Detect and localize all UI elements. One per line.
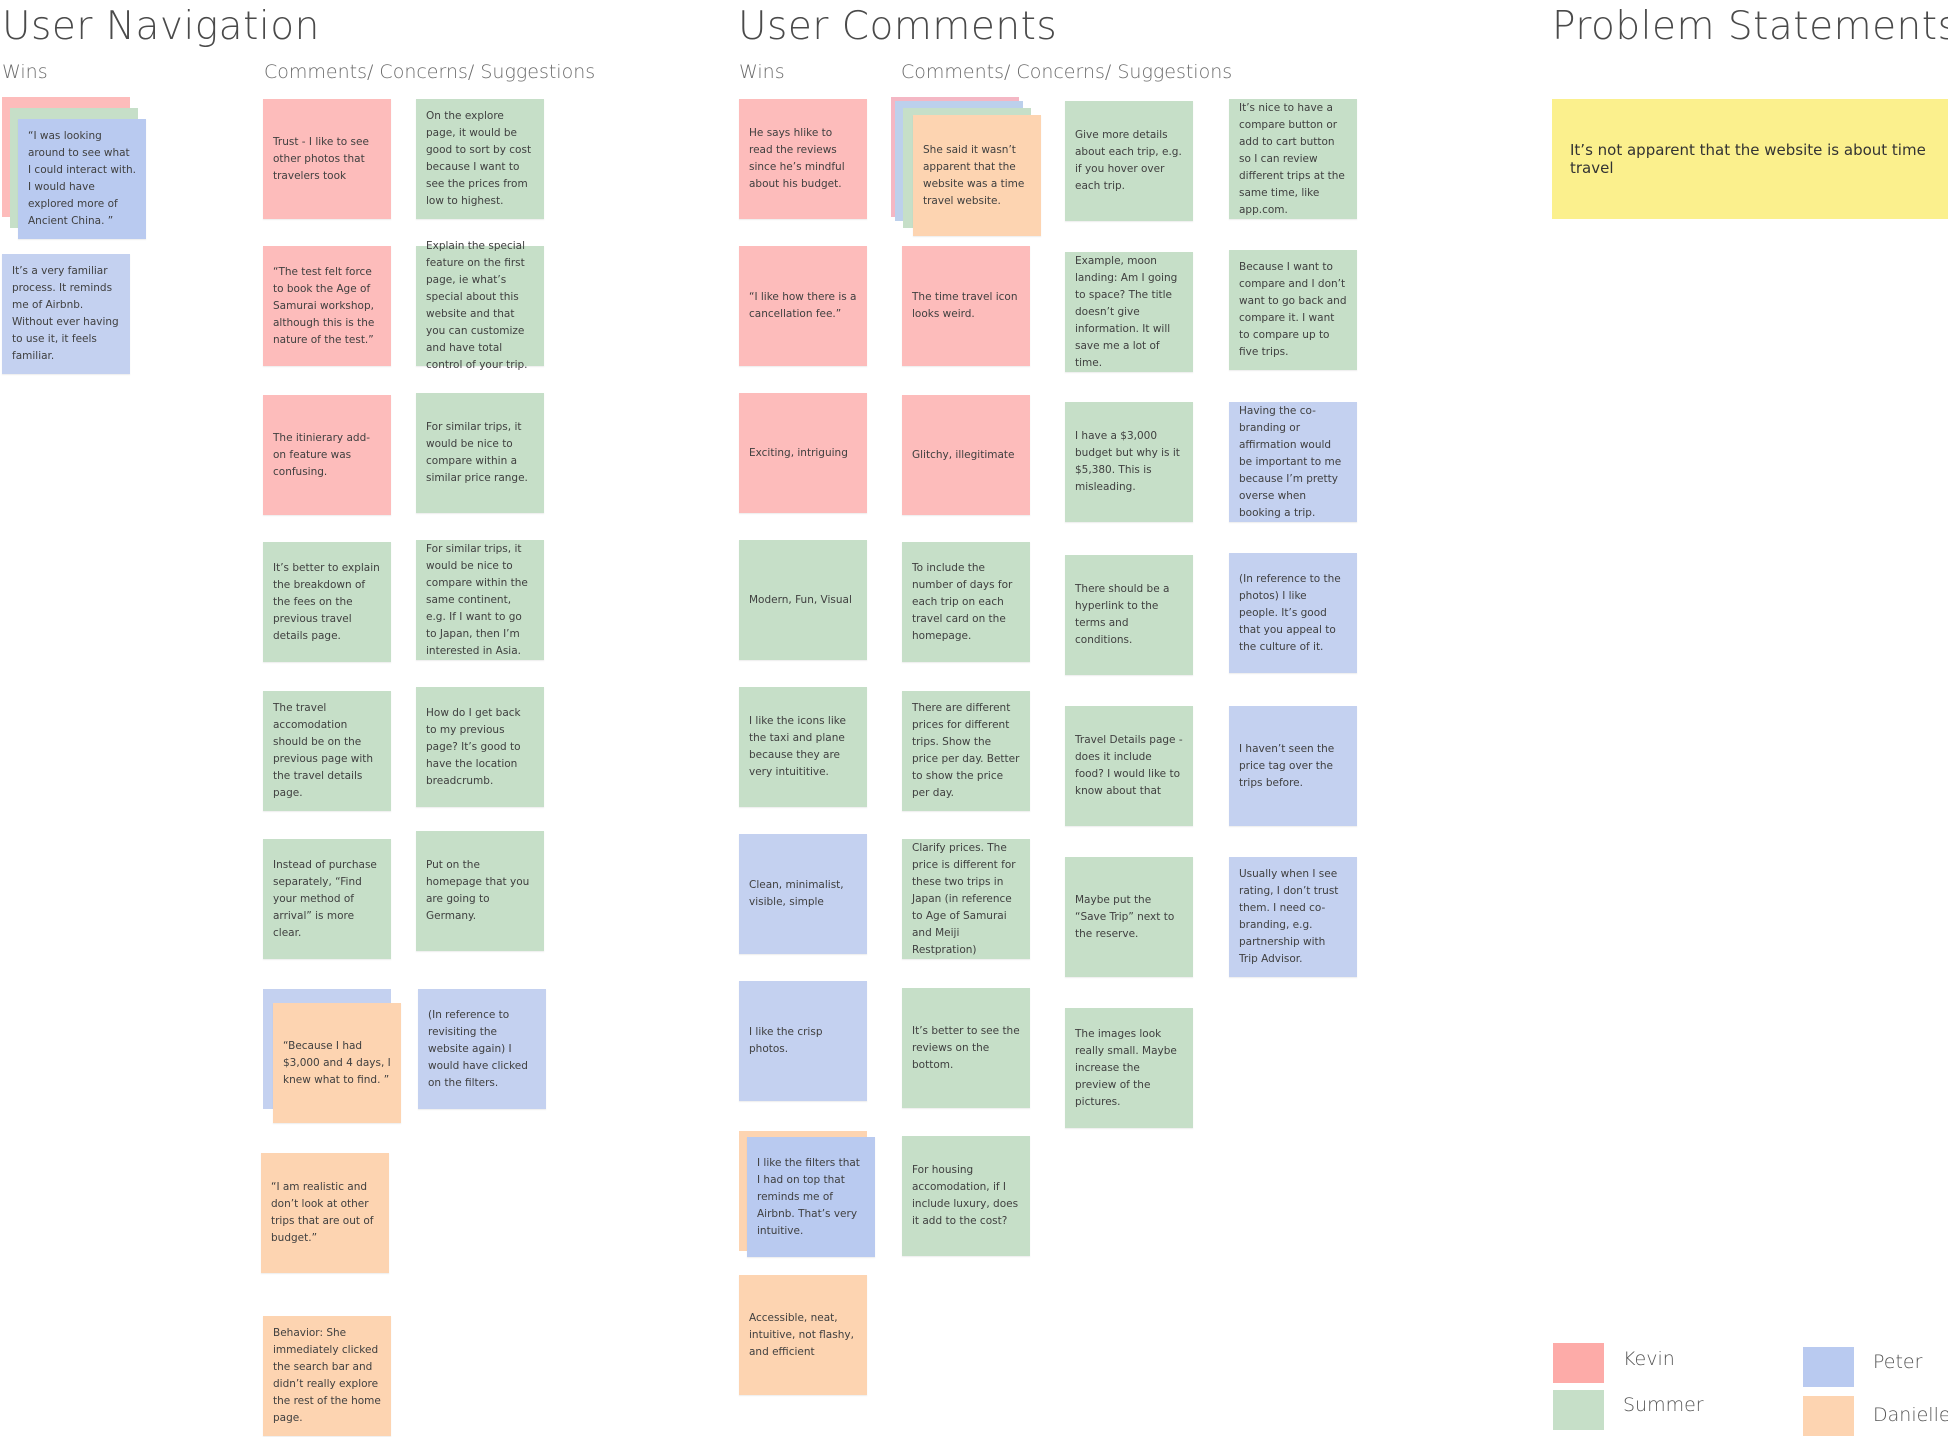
sticky-note[interactable]: Example, moon landing: Am I going to spa… (1065, 252, 1193, 372)
sticky-note[interactable]: The itinierary add-on feature was confus… (263, 395, 391, 515)
nav-ccs-label: Comments/ Concerns/ Suggestions (264, 61, 596, 83)
legend-label-summer: Summer (1623, 1394, 1704, 1416)
user-comments-heading: User Comments (738, 4, 1058, 49)
sticky-note[interactable]: “The test felt force to book the Age of … (263, 246, 391, 366)
sticky-note[interactable]: It’s a very familiar process. It reminds… (2, 254, 130, 374)
sticky-note[interactable]: Give more details about each trip, e.g. … (1065, 101, 1193, 221)
sticky-note[interactable]: Maybe put the “Save Trip” next to the re… (1065, 857, 1193, 977)
sticky-note[interactable]: The time travel icon looks weird. (902, 246, 1030, 366)
sticky-note[interactable]: It’s nice to have a compare button or ad… (1229, 99, 1357, 219)
sticky-note[interactable]: Accessible, neat, intuitive, not flashy,… (739, 1275, 867, 1395)
legend-label-peter: Peter (1873, 1351, 1923, 1373)
legend-swatch-kevin (1553, 1343, 1604, 1383)
sticky-note[interactable]: I like the filters that I had on top tha… (747, 1137, 875, 1257)
sticky-note[interactable]: Clarify prices. The price is different f… (902, 839, 1030, 959)
sticky-note[interactable]: Travel Details page - does it include fo… (1065, 706, 1193, 826)
sticky-note[interactable]: It’s better to explain the breakdown of … (263, 542, 391, 662)
sticky-note[interactable]: Clean, minimalist, visible, simple (739, 834, 867, 954)
sticky-note[interactable]: For similar trips, it would be nice to c… (416, 393, 544, 513)
sticky-note[interactable]: (In reference to revisiting the website … (418, 989, 546, 1109)
comments-wins-label: Wins (739, 61, 785, 83)
sticky-note[interactable]: How do I get back to my previous page? I… (416, 687, 544, 807)
sticky-note[interactable]: For similar trips, it would be nice to c… (416, 540, 544, 660)
sticky-note[interactable]: Instead of purchase separately, “Find yo… (263, 839, 391, 959)
sticky-note[interactable]: I like the icons like the taxi and plane… (739, 687, 867, 807)
sticky-note[interactable]: I like the crisp photos. (739, 981, 867, 1101)
sticky-note[interactable]: “I like how there is a cancellation fee.… (739, 246, 867, 366)
sticky-note[interactable]: She said it wasn’t apparent that the web… (913, 115, 1041, 236)
nav-wins-label: Wins (2, 61, 48, 83)
sticky-note[interactable]: Trust - I like to see other photos that … (263, 99, 391, 219)
comments-ccs-label: Comments/ Concerns/ Suggestions (901, 61, 1233, 83)
problem-statements-heading: Problem Statements (1552, 4, 1948, 49)
sticky-note[interactable]: On the explore page, it would be good to… (416, 99, 544, 219)
problem-statement-note[interactable]: It’s not apparent that the website is ab… (1552, 99, 1948, 219)
sticky-note[interactable]: Put on the homepage that you are going t… (416, 831, 544, 951)
sticky-note[interactable]: The images look really small. Maybe incr… (1065, 1008, 1193, 1128)
sticky-note[interactable]: Usually when I see rating, I don’t trust… (1229, 857, 1357, 977)
sticky-note[interactable]: There should be a hyperlink to the terms… (1065, 555, 1193, 675)
sticky-note[interactable]: Glitchy, illegitimate (902, 395, 1030, 515)
user-navigation-heading: User Navigation (2, 4, 320, 49)
sticky-note[interactable]: He says hlike to read the reviews since … (739, 99, 867, 219)
sticky-note[interactable]: “Because I had $3,000 and 4 days, I knew… (273, 1003, 401, 1123)
sticky-note[interactable]: There are different prices for different… (902, 691, 1030, 811)
sticky-note[interactable]: (In reference to the photos) I like peop… (1229, 553, 1357, 673)
sticky-note[interactable]: For housing accomodation, if I include l… (902, 1136, 1030, 1256)
legend-swatch-danielle (1803, 1396, 1854, 1436)
sticky-note[interactable]: I have a $3,000 budget but why is it $5,… (1065, 402, 1193, 522)
sticky-note[interactable]: Modern, Fun, Visual (739, 540, 867, 660)
sticky-note[interactable]: Behavior: She immediately clicked the se… (263, 1316, 391, 1436)
sticky-note[interactable]: Because I want to compare and I don’t wa… (1229, 250, 1357, 370)
legend-label-danielle: Danielle (1873, 1404, 1948, 1426)
sticky-note[interactable]: I haven’t seen the price tag over the tr… (1229, 706, 1357, 826)
sticky-note[interactable]: Having the co-branding or affirmation wo… (1229, 402, 1357, 522)
sticky-note[interactable]: “I was looking around to see what I coul… (18, 119, 146, 239)
sticky-note[interactable]: To include the number of days for each t… (902, 542, 1030, 662)
sticky-note[interactable]: Exciting, intriguing (739, 393, 867, 513)
legend-swatch-summer (1553, 1390, 1604, 1430)
sticky-note[interactable]: Explain the special feature on the first… (416, 240, 544, 371)
sticky-note[interactable]: The travel accomodation should be on the… (263, 691, 391, 811)
legend-swatch-peter (1803, 1347, 1854, 1387)
sticky-note[interactable]: It’s better to see the reviews on the bo… (902, 988, 1030, 1108)
sticky-note[interactable]: “I am realistic and don’t look at other … (261, 1153, 389, 1273)
legend-label-kevin: Kevin (1623, 1348, 1675, 1370)
